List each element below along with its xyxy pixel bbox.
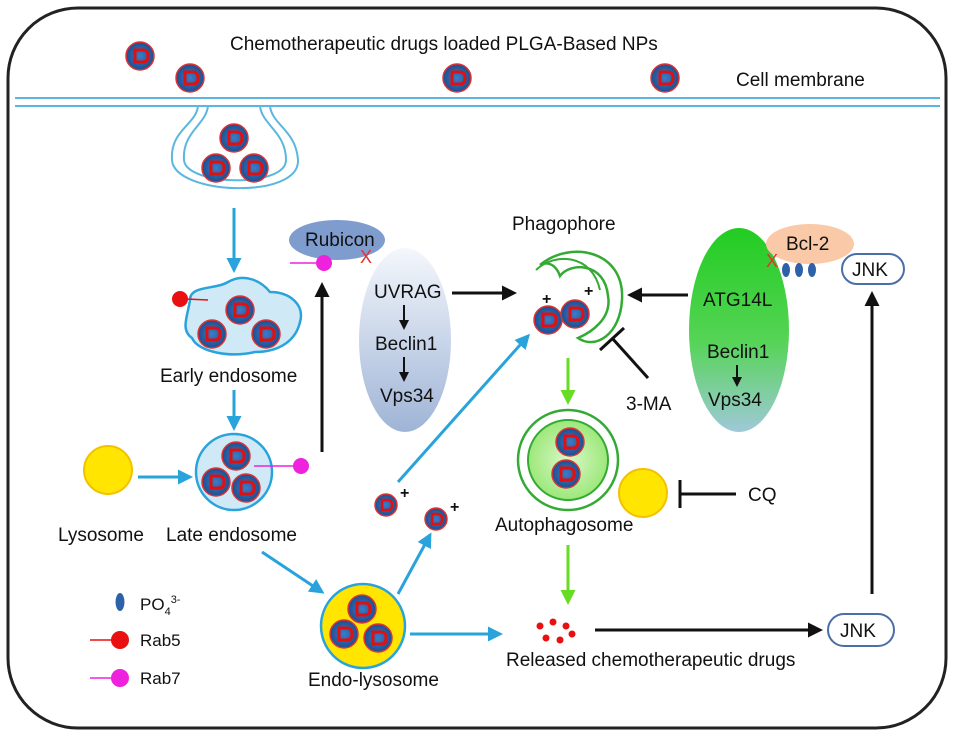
rubicon-inhibit-x: X (360, 247, 372, 267)
released-drug-dots (536, 618, 576, 644)
nanoparticle (124, 40, 156, 72)
cq-label: CQ (748, 485, 777, 506)
nanoparticle (441, 62, 473, 94)
legend-rab5-label: Rab5 (140, 631, 181, 650)
legend-rab7-icon (111, 669, 129, 687)
nanoparticle (220, 440, 252, 472)
phagophore (539, 250, 624, 344)
nanoparticle (230, 472, 262, 504)
phagophore-label: Phagophore (512, 214, 616, 235)
arrow-free-np-to-phagophore (396, 333, 530, 483)
nanoparticle (224, 294, 256, 326)
three-ma-label: 3-MA (626, 394, 672, 415)
legend-rab7-label: Rab7 (140, 669, 181, 688)
lysosome-label: Lysosome (58, 525, 144, 546)
nanoparticle (200, 466, 232, 498)
arrow-endolysosome-to-free-np (396, 532, 432, 595)
nanoparticle (649, 62, 681, 94)
late-endosome-label: Late endosome (166, 525, 297, 546)
nanoparticle (200, 152, 232, 184)
bcl2-protein (766, 224, 854, 264)
rab5-marker (172, 291, 209, 307)
nanoparticle (218, 122, 250, 154)
legend-po4-label: PO43- (140, 594, 181, 618)
nanoparticle (362, 622, 394, 654)
early-endosome-label: Early endosome (160, 366, 297, 387)
nanoparticle (423, 506, 449, 532)
plus-sign: + (584, 283, 593, 300)
nanoparticle (559, 298, 591, 330)
jnk-top-label: JNK (852, 260, 888, 281)
plus-sign: + (400, 485, 409, 502)
released-drugs-label: Released chemotherapeutic drugs (506, 650, 795, 671)
endocytic-vesicle (170, 105, 300, 190)
atg14l-complex (689, 228, 789, 432)
legend-rab5-icon (111, 631, 129, 649)
endo-lysosome-label: Endo-lysosome (308, 670, 439, 691)
bcl2-label: Bcl-2 (786, 234, 829, 255)
legend-po4-icon (115, 593, 125, 611)
rubicon-complex (289, 220, 385, 260)
jnk-top-box (841, 253, 905, 285)
nanoparticle (550, 458, 582, 490)
rubicon-rab7-marker (290, 255, 332, 271)
atg14l-label: ATG14L (703, 290, 772, 311)
nanoparticle (238, 152, 270, 184)
cq-inhibitor (678, 480, 736, 508)
beclin1-left-label: Beclin1 (375, 334, 437, 355)
uvrag-complex (359, 248, 451, 432)
rab7-marker (254, 458, 309, 474)
vps34-left-label: Vps34 (380, 386, 434, 407)
beclin1-right-label: Beclin1 (707, 342, 769, 363)
bcl2-inhibit-x: X (766, 251, 778, 271)
nanoparticle (373, 492, 399, 518)
lysosome-fusing (618, 468, 668, 518)
plus-sign: + (450, 499, 459, 516)
vps34-right-label: Vps34 (708, 390, 762, 411)
rubicon-label: Rubicon (305, 230, 375, 251)
title: Chemotherapeutic drugs loaded PLGA-Based… (230, 34, 658, 55)
cell-boundary (6, 6, 948, 730)
nanoparticle (346, 593, 378, 625)
three-ma-inhibitor (598, 326, 650, 380)
legend: PO43- Rab5 Rab7 (90, 593, 181, 688)
uvrag-label: UVRAG (374, 282, 442, 303)
autophagosome-label: Autophagosome (495, 515, 633, 536)
nanoparticle (532, 304, 564, 336)
nanoparticle (554, 426, 586, 458)
jnk-bottom-box (827, 613, 895, 647)
cell-membrane (15, 97, 940, 107)
nanoparticle (196, 318, 228, 350)
nanoparticle (174, 62, 206, 94)
arrow-late-to-endolysosome (261, 550, 325, 594)
nanoparticle (328, 618, 360, 650)
jnk-bottom-label: JNK (840, 621, 876, 642)
nanoparticle (250, 318, 282, 350)
lysosome (83, 445, 133, 495)
phosphate-cluster (782, 263, 816, 277)
plus-sign: + (542, 291, 551, 308)
cell-membrane-label: Cell membrane (736, 70, 865, 91)
